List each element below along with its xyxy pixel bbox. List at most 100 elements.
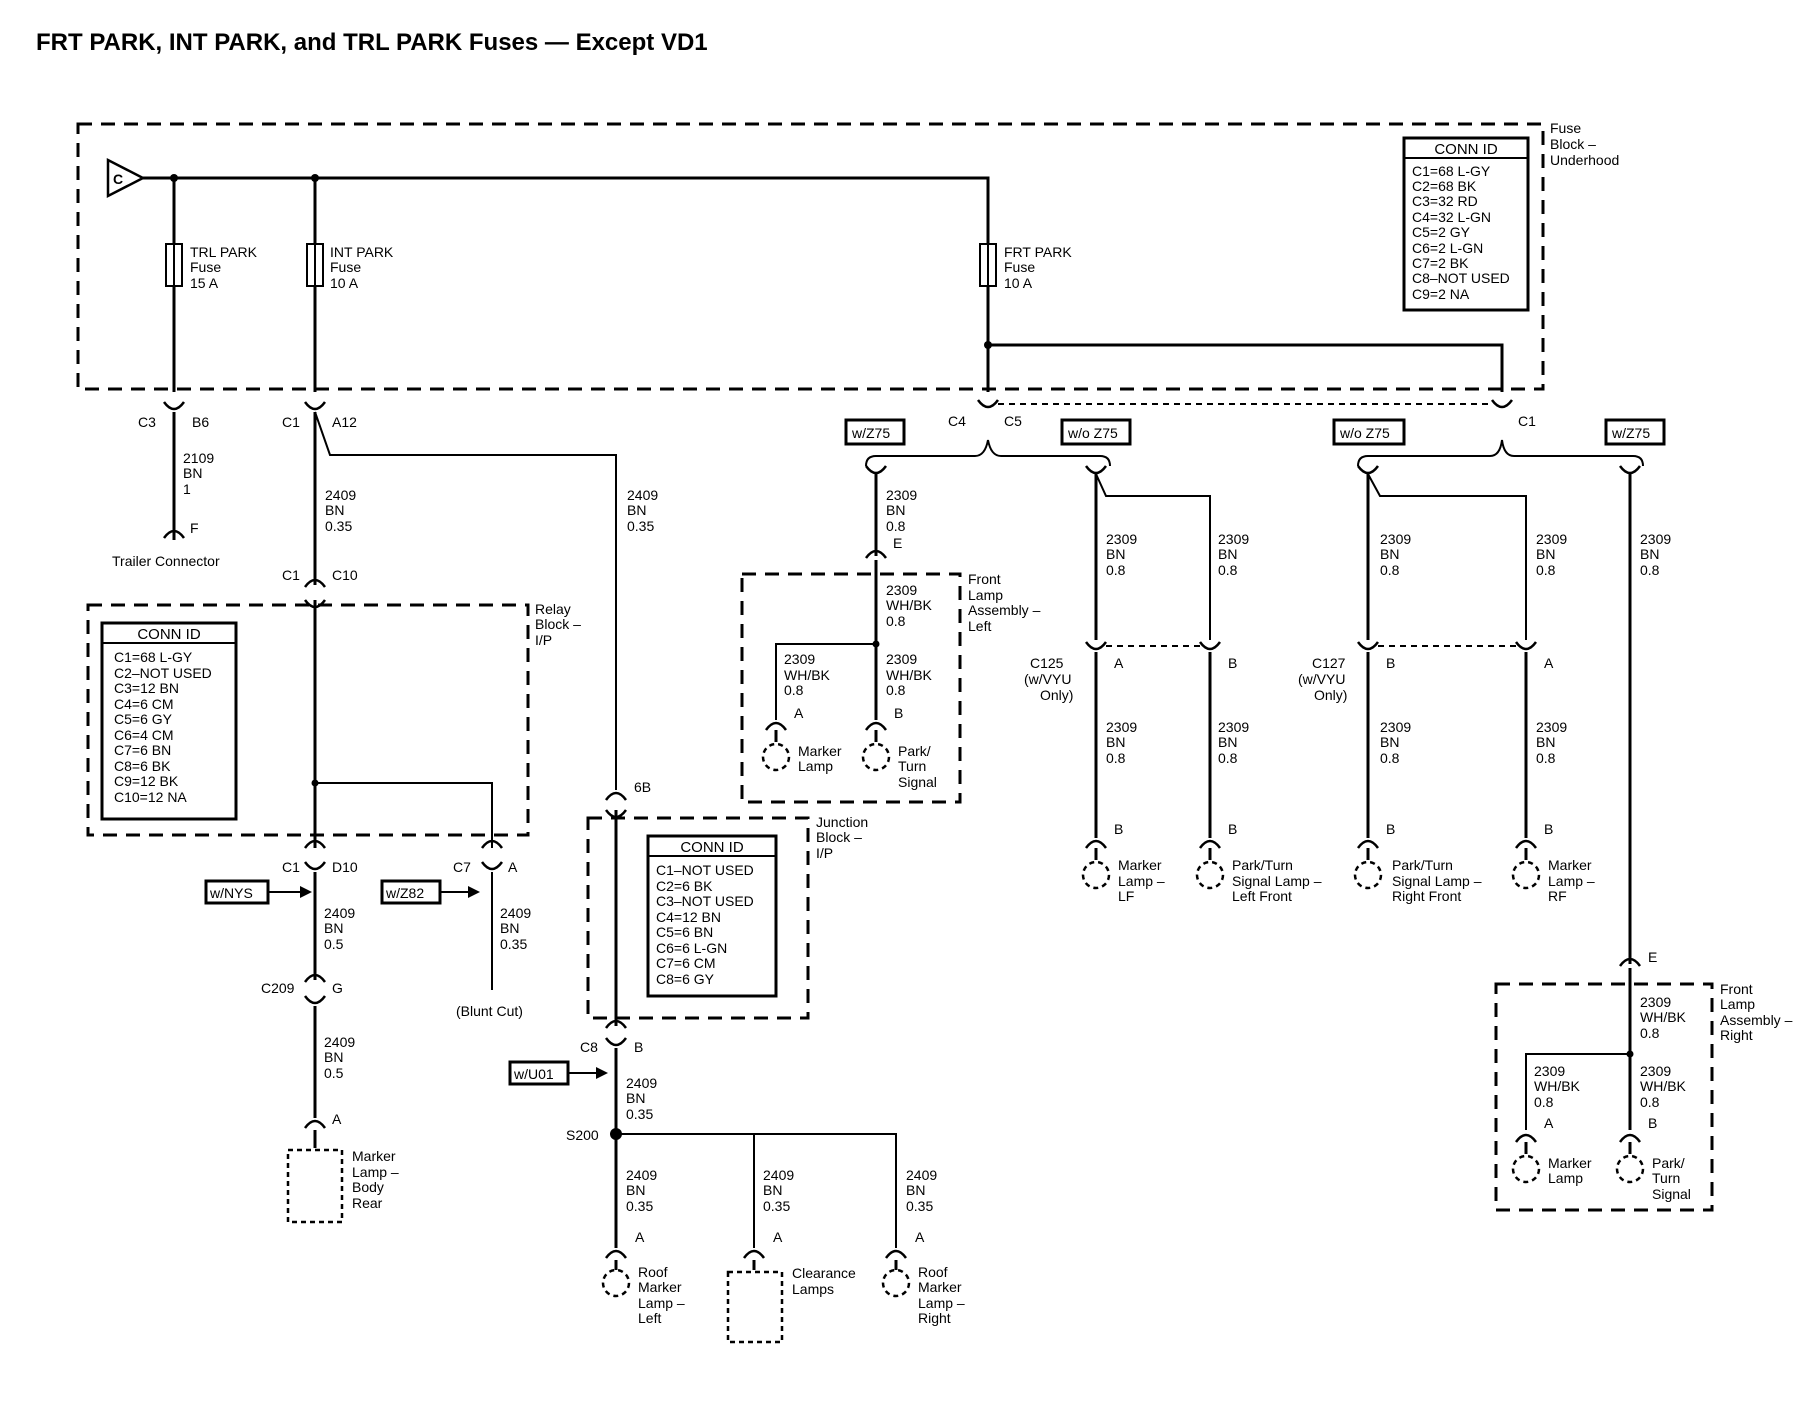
- source-c-icon: [106, 157, 146, 199]
- svg-text:2309: 2309: [886, 582, 917, 598]
- option-wz82: w/Z82: [385, 885, 424, 901]
- svg-text:0.5: 0.5: [324, 1065, 344, 1081]
- svg-text:BN: BN: [906, 1182, 925, 1198]
- svg-text:BN: BN: [1380, 546, 1399, 562]
- svg-text:0.8: 0.8: [1534, 1094, 1554, 1110]
- svg-text:C2–NOT USED: C2–NOT USED: [114, 665, 212, 681]
- svg-text:C6=6 L-GN: C6=6 L-GN: [656, 940, 727, 956]
- svg-text:0.35: 0.35: [626, 1198, 653, 1214]
- svg-text:2109: 2109: [183, 450, 214, 466]
- svg-text:Block –: Block –: [816, 829, 862, 845]
- svg-text:Signal: Signal: [898, 774, 937, 790]
- front-lamp-assembly-left-label: Front: [968, 571, 1001, 587]
- svg-text:C3: C3: [138, 414, 156, 430]
- svg-text:Only): Only): [1314, 687, 1347, 703]
- svg-text:BN: BN: [626, 1182, 645, 1198]
- svg-text:B: B: [1114, 821, 1123, 837]
- svg-text:WH/BK: WH/BK: [1534, 1078, 1581, 1094]
- svg-text:0.8: 0.8: [1380, 750, 1400, 766]
- svg-text:2409: 2409: [626, 1167, 657, 1183]
- relay-block-ip: Relay Block – I/P CONN ID C1=68 L-GY C2–…: [86, 600, 581, 848]
- svg-text:Signal Lamp –: Signal Lamp –: [1392, 873, 1482, 889]
- svg-text:Fuse: Fuse: [1004, 259, 1035, 275]
- page-title: FRT PARK, INT PARK, and TRL PARK Fuses —…: [36, 29, 708, 56]
- svg-text:2409: 2409: [500, 905, 531, 921]
- rf-park-turn-lamp-icon: [1615, 1154, 1645, 1184]
- svg-text:RF: RF: [1548, 888, 1567, 904]
- svg-text:B6: B6: [192, 414, 209, 430]
- svg-text:BN: BN: [1106, 546, 1125, 562]
- svg-text:Fuse: Fuse: [190, 259, 221, 275]
- svg-text:0.8: 0.8: [886, 682, 906, 698]
- svg-text:0.35: 0.35: [627, 518, 654, 534]
- marker-lamp-body-rear-icon: [286, 1148, 344, 1224]
- option-wz75-right: w/Z75: [1611, 425, 1650, 441]
- svg-text:C125: C125: [1030, 655, 1064, 671]
- fuse-block-label: Fuse: [1550, 120, 1581, 136]
- svg-text:I/P: I/P: [535, 632, 552, 648]
- svg-text:A: A: [1544, 1115, 1554, 1131]
- svg-text:BN: BN: [1380, 734, 1399, 750]
- svg-text:D10: D10: [332, 859, 358, 875]
- svg-text:E: E: [1648, 949, 1657, 965]
- svg-text:C5=6 BN: C5=6 BN: [656, 924, 713, 940]
- svg-text:A: A: [915, 1229, 925, 1245]
- svg-text:A: A: [794, 705, 804, 721]
- svg-text:2409: 2409: [627, 487, 658, 503]
- svg-text:C7=6 BN: C7=6 BN: [114, 742, 171, 758]
- trailer-connector-label: Trailer Connector: [112, 553, 220, 569]
- svg-text:Lamp –: Lamp –: [918, 1295, 965, 1311]
- clearance-lamps-icon: [726, 1270, 784, 1344]
- svg-text:BN: BN: [1106, 734, 1125, 750]
- svg-text:2309: 2309: [1536, 719, 1567, 735]
- svg-text:Lamp –: Lamp –: [1548, 873, 1595, 889]
- fuse-block-conn-id-table: CONN ID C1=68 L-GY C2=68 BK C3=32 RD C4=…: [1402, 136, 1530, 312]
- svg-text:C5=2 GY: C5=2 GY: [1412, 224, 1471, 240]
- svg-text:A: A: [773, 1229, 783, 1245]
- svg-text:B: B: [1386, 821, 1395, 837]
- svg-text:E: E: [893, 535, 902, 551]
- option-wz75-left: w/Z75: [851, 425, 890, 441]
- svg-text:Lamp: Lamp: [1548, 1170, 1583, 1186]
- svg-text:2309: 2309: [784, 651, 815, 667]
- roof-marker-lamp-left-label: Roof: [638, 1264, 668, 1280]
- svg-text:Junction: Junction: [816, 814, 868, 830]
- svg-text:1: 1: [183, 481, 191, 497]
- svg-text:0.35: 0.35: [626, 1106, 653, 1122]
- svg-text:BN: BN: [1218, 734, 1237, 750]
- svg-text:CONN ID: CONN ID: [137, 626, 201, 643]
- svg-text:C3–NOT USED: C3–NOT USED: [656, 893, 754, 909]
- svg-text:C1: C1: [282, 859, 300, 875]
- svg-text:0.35: 0.35: [906, 1198, 933, 1214]
- svg-text:0.8: 0.8: [1640, 1094, 1660, 1110]
- svg-text:0.8: 0.8: [886, 613, 906, 629]
- svg-text:B: B: [1228, 821, 1237, 837]
- svg-text:WH/BK: WH/BK: [886, 597, 933, 613]
- svg-text:C9=12 BK: C9=12 BK: [114, 773, 179, 789]
- svg-text:C6=4 CM: C6=4 CM: [114, 727, 174, 743]
- svg-text:Underhood: Underhood: [1550, 152, 1619, 168]
- svg-text:Turn: Turn: [898, 758, 926, 774]
- relay-block-conn-id-table: CONN ID C1=68 L-GY C2–NOT USED C3=12 BN …: [100, 621, 238, 821]
- svg-text:Lamp: Lamp: [968, 587, 1003, 603]
- svg-text:WH/BK: WH/BK: [1640, 1009, 1687, 1025]
- svg-text:0.8: 0.8: [1218, 562, 1238, 578]
- svg-text:0.5: 0.5: [324, 936, 344, 952]
- svg-text:2309: 2309: [1640, 531, 1671, 547]
- svg-text:C: C: [113, 171, 123, 187]
- svg-text:Marker: Marker: [638, 1279, 682, 1295]
- svg-text:Right: Right: [918, 1310, 951, 1326]
- svg-text:6B: 6B: [634, 779, 651, 795]
- svg-text:BN: BN: [886, 502, 905, 518]
- svg-text:2309: 2309: [1106, 719, 1137, 735]
- junction-block-ip: Junction Block – I/P CONN ID C1–NOT USED…: [586, 810, 868, 1026]
- svg-text:Lamp –: Lamp –: [1118, 873, 1165, 889]
- svg-text:BN: BN: [1536, 546, 1555, 562]
- svg-text:Left: Left: [638, 1310, 661, 1326]
- svg-text:Block –: Block –: [1550, 136, 1596, 152]
- svg-text:Lamp –: Lamp –: [638, 1295, 685, 1311]
- svg-text:Park/: Park/: [1652, 1155, 1685, 1171]
- svg-text:BN: BN: [1536, 734, 1555, 750]
- blunt-cut-label: (Blunt Cut): [456, 1003, 523, 1019]
